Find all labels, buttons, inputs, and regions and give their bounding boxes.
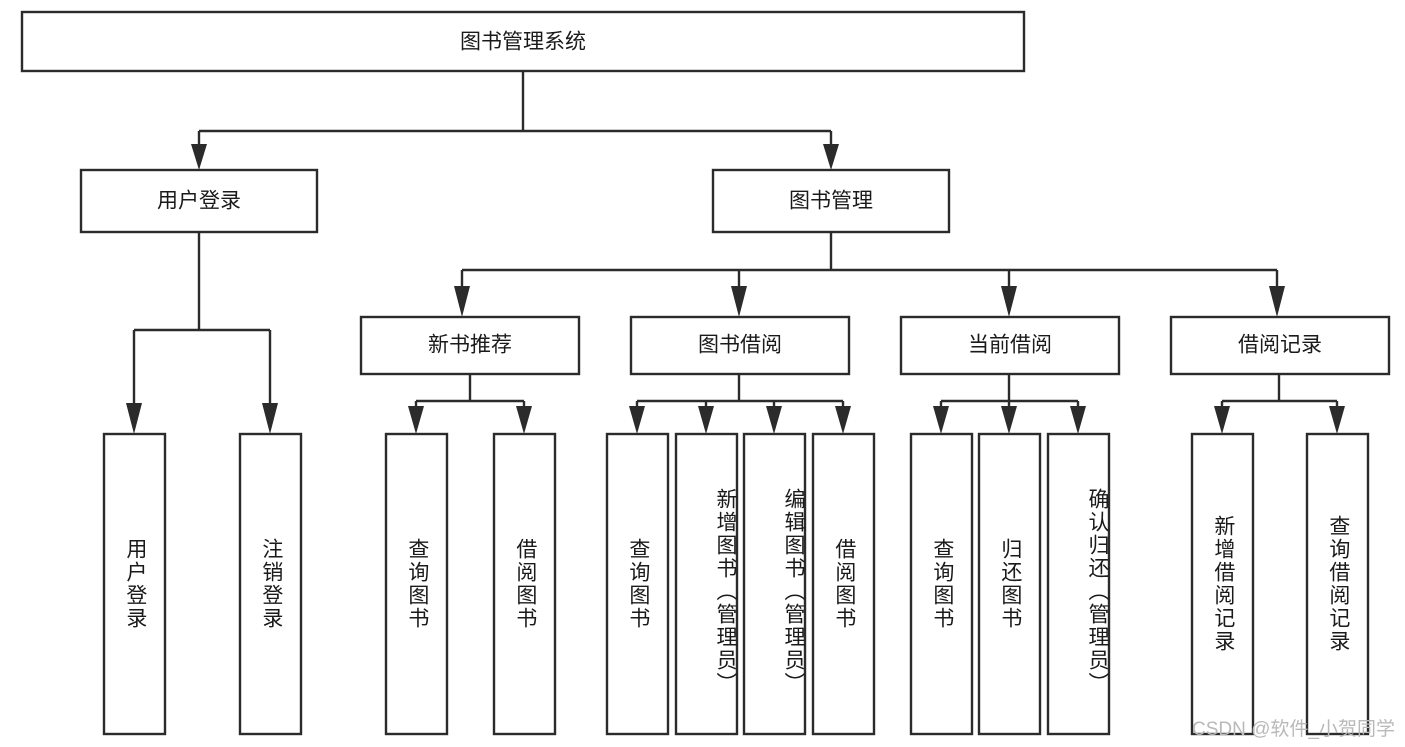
node-box-user-login[interactable]: [79, 168, 319, 234]
arrow-head-current-borrow: [1001, 286, 1017, 317]
node-box-leaf-logout-login[interactable]: [238, 432, 303, 736]
node-box-leaf-add-borrow-record[interactable]: [1190, 432, 1255, 736]
arrow-head-leaf-edit-book-admin: [766, 406, 782, 434]
node-box-borrow-record[interactable]: [1169, 315, 1391, 376]
csdn-watermark: CSDN @软件_小贺同学: [1192, 719, 1395, 740]
arrow-head-leaf-query-book-borrow: [629, 406, 645, 434]
node-label-current-borrow: 当前借阅: [968, 334, 1052, 357]
node-box-book-borrow[interactable]: [629, 315, 851, 376]
node-label-book-management: 图书管理: [789, 190, 873, 213]
node-box-leaf-return-book[interactable]: [977, 432, 1042, 736]
node-box-leaf-query-book-current[interactable]: [909, 432, 974, 736]
arrow-head-leaf-query-borrow-record: [1329, 406, 1345, 434]
node-box-new-book-recommend[interactable]: [359, 315, 581, 376]
arrow-head-leaf-return-book: [1001, 406, 1017, 434]
arrow-head-leaf-query-book-recommend: [408, 406, 424, 434]
node-label-user-login: 用户登录: [157, 190, 241, 213]
arrow-head-leaf-logout-login: [262, 403, 278, 434]
node-box-leaf-confirm-return-admin[interactable]: [1046, 432, 1111, 736]
arrow-head-leaf-add-book-admin: [698, 406, 714, 434]
node-box-leaf-query-book-borrow[interactable]: [605, 432, 670, 736]
arrow-head-borrow-record: [1269, 286, 1285, 317]
arrow-head-leaf-confirm-return-admin: [1070, 406, 1086, 434]
arrow-head-book-management: [823, 144, 839, 170]
node-box-book-management[interactable]: [711, 168, 951, 234]
node-box-leaf-edit-book-admin[interactable]: [742, 432, 807, 736]
arrow-head-new-book-recommend: [454, 286, 470, 317]
node-label-new-book-recommend: 新书推荐: [428, 334, 512, 357]
node-box-leaf-borrow-book[interactable]: [811, 432, 876, 736]
arrow-head-leaf-user-login: [126, 403, 142, 434]
node-layer: 图书管理系统 用户登录 图书管理 新书推荐 图书借阅 当前借阅 借阅记录: [20, 10, 1391, 736]
connector-layer: [126, 71, 1345, 434]
node-label-root: 图书管理系统: [460, 31, 586, 54]
arrow-head-leaf-borrow-book: [835, 406, 851, 434]
node-box-leaf-user-login[interactable]: [102, 432, 167, 736]
arrow-head-book-borrow: [731, 286, 747, 317]
node-box-leaf-borrow-book-recommend[interactable]: [492, 432, 557, 736]
node-box-leaf-query-book-recommend[interactable]: [384, 432, 449, 736]
arrow-head-user-login: [191, 144, 207, 170]
arrow-head-leaf-query-book-current: [933, 406, 949, 434]
node-box-current-borrow[interactable]: [899, 315, 1121, 376]
arrow-head-leaf-borrow-book-recommend: [516, 406, 532, 434]
node-label-borrow-record: 借阅记录: [1238, 334, 1322, 357]
node-box-leaf-add-book-admin[interactable]: [674, 432, 739, 736]
node-label-book-borrow: 图书借阅: [698, 334, 782, 357]
node-box-root[interactable]: [20, 10, 1026, 73]
node-box-leaf-query-borrow-record[interactable]: [1305, 432, 1370, 736]
arrow-head-leaf-add-borrow-record: [1214, 406, 1230, 434]
